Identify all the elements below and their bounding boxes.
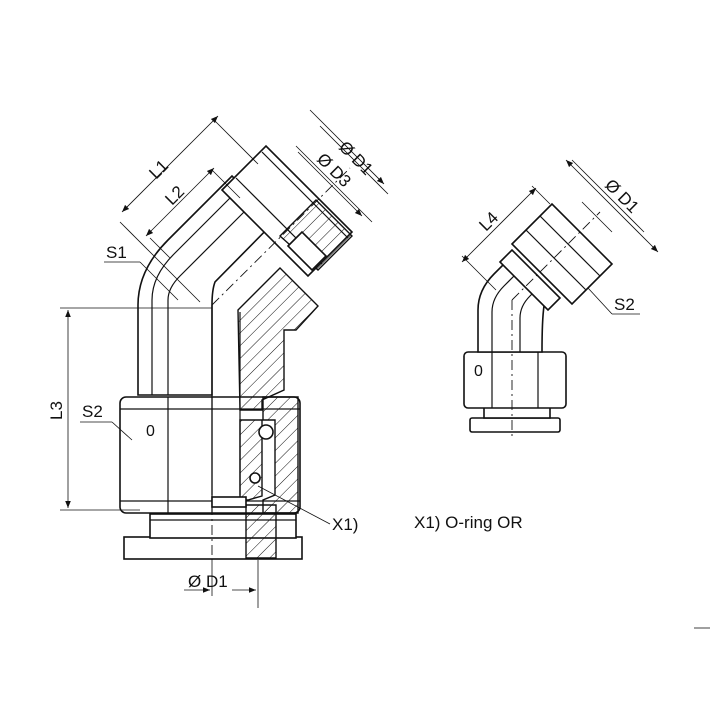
- left-fitting: [119, 144, 354, 560]
- zero-left-mark: 0: [146, 423, 155, 440]
- dim-l3: L3: [47, 307, 212, 511]
- x1-callout: X1): [257, 485, 358, 534]
- d1-right-label: Ø D1: [601, 175, 642, 216]
- s2-left-callout: S2 0: [80, 402, 155, 441]
- s1-callout: S1: [104, 243, 179, 301]
- s1-label: S1: [106, 243, 127, 262]
- left-elbow-body: [137, 174, 319, 501]
- s2-right-callout: S2: [587, 287, 640, 315]
- l4-label: L4: [475, 208, 502, 235]
- l1-label: L1: [145, 156, 172, 183]
- l2-label: L2: [161, 182, 188, 209]
- d1-bottom-label: Ø D1: [188, 572, 228, 591]
- s2-right-label: S2: [614, 295, 635, 314]
- right-fitting: 0: [463, 202, 614, 440]
- legend-note: X1) O-ring OR: [414, 513, 523, 532]
- left-centerline-angled: [211, 167, 351, 306]
- left-upper-sleeve: [220, 144, 354, 278]
- left-spigot: [211, 424, 277, 559]
- dim-d1-bottom: Ø D1: [184, 560, 259, 608]
- left-nut-s2: [119, 396, 301, 514]
- x1-label: X1): [332, 515, 358, 534]
- s2-left-label: S2: [82, 402, 103, 421]
- zero-right-mark: 0: [474, 363, 483, 380]
- l3-label: L3: [47, 401, 66, 420]
